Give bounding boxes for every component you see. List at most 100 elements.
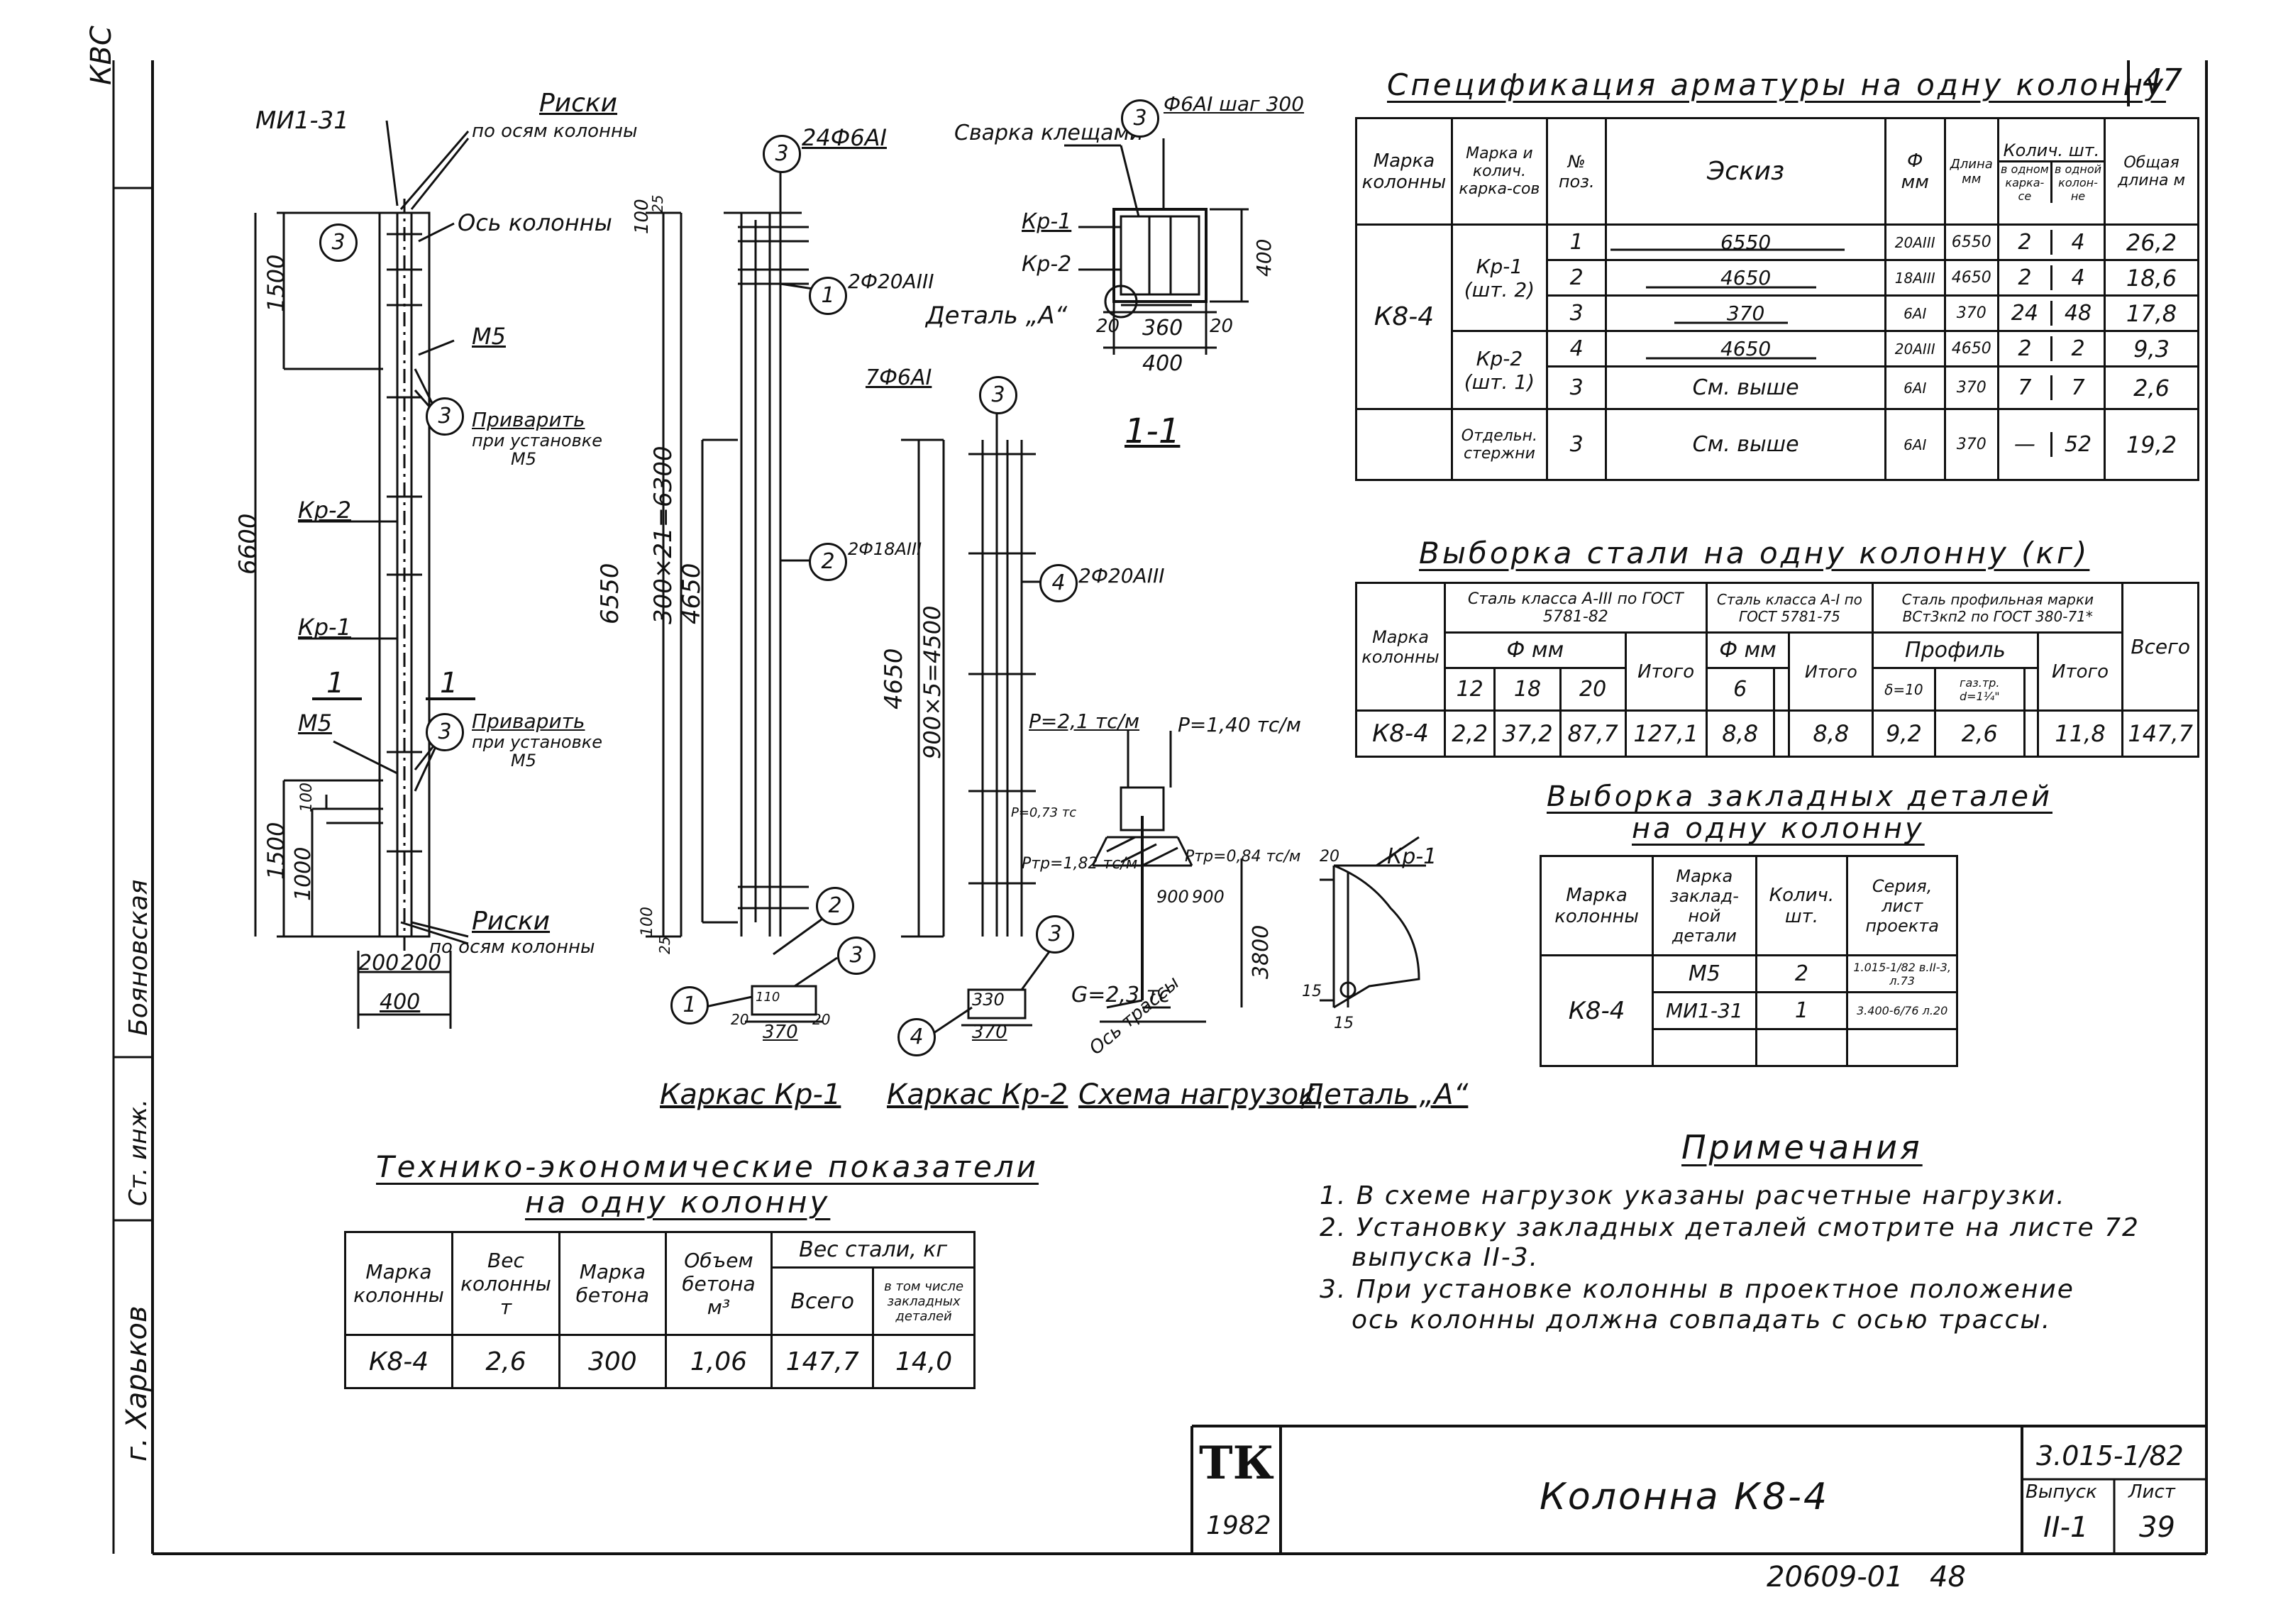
tep-volume: 1,06: [664, 1334, 773, 1389]
emb-table: Марка колонны Марка заклад-ной детали Ко…: [1539, 855, 1958, 1067]
spec-h-pos: № поз.: [1545, 117, 1608, 226]
emb-series: 3.400-6/76 л.20: [1846, 991, 1958, 1030]
spec-pos: 2: [1545, 259, 1608, 297]
issue-value: II-1: [2043, 1511, 2089, 1544]
spec-sketch: 370: [1605, 294, 1886, 332]
label-weld2b: при установке: [472, 732, 603, 752]
label-axis: Ось колонны: [458, 209, 612, 236]
tep-h-all: Всего: [770, 1266, 875, 1336]
callout-kr2-3: 3: [979, 376, 1017, 414]
spec-h-sketch: Эскиз: [1605, 117, 1886, 226]
tep-h-mark: Марка колонны: [344, 1231, 453, 1336]
spec-dia: 6АI: [1884, 365, 1946, 410]
label-riski-top: Риски: [539, 89, 618, 118]
detA-15a: 15: [1302, 983, 1322, 1000]
spec-dia: 20АIII: [1884, 223, 1946, 261]
spec-dia: 6АI: [1884, 408, 1946, 481]
sec-kr1: Кр-1: [1022, 209, 1072, 234]
spec-dia: 20АIII: [1884, 330, 1946, 368]
steel-h-dia-a3: Ф мм: [1444, 631, 1627, 669]
note-1: 1. В схеме нагрузок указаны расчетные на…: [1320, 1181, 2066, 1210]
spec-qc: 2: [2071, 336, 2085, 361]
kr1-dim-6300: 300×21=6300: [649, 446, 678, 624]
steel-v6: 8,8: [1705, 709, 1775, 758]
kr1-sec-110: 110: [756, 990, 780, 1005]
steel-v12: 2,2: [1443, 709, 1496, 758]
load-p4: Ртр=1,82 тс/м: [1022, 855, 1138, 873]
callout-kr2-3b: 3: [1036, 915, 1074, 954]
tep-table: Марка колонны Вес колонны т Марка бетона…: [344, 1231, 976, 1389]
dim-100: 100: [298, 783, 316, 812]
note-2: 2. Установку закладных деталей смотрите …: [1320, 1213, 2140, 1242]
spec-qc: 7: [2071, 375, 2085, 400]
steel-row-mark: К8-4: [1355, 709, 1446, 758]
kr1-bars3: 24Ф6АI: [802, 124, 887, 151]
kr2-title: Каркас Кр-2: [887, 1078, 1068, 1111]
callout-kr2-4: 4: [1039, 564, 1078, 602]
kr1-bars2: 2Ф18АIII: [848, 539, 922, 559]
callout-kr1-2b: 2: [816, 887, 854, 925]
sheet-title: Колонна К8-4: [1540, 1476, 1830, 1518]
spec-col-mark: К8-4: [1355, 223, 1453, 410]
callout-kr2-4b: 4: [897, 1018, 936, 1056]
detA-15b: 15: [1334, 1015, 1354, 1032]
spec-qf: 2: [1999, 230, 2052, 255]
page-number: 47: [2143, 62, 2182, 99]
load-p2: Р=1,40 тс/м: [1178, 713, 1301, 736]
spec-tot: 17,8: [2104, 294, 2199, 332]
emb-mark: К8-4: [1539, 954, 1654, 1067]
emb-h-mark: Марка колонны: [1539, 855, 1654, 956]
emb-qty: 2: [1755, 954, 1849, 993]
steel-t1: 127,1: [1624, 709, 1708, 758]
tep-h-concrete: Марка бетона: [558, 1231, 667, 1336]
spec-qc: 4: [2071, 230, 2085, 255]
label-kr2: Кр-2: [298, 497, 351, 524]
callout-3-c: 3: [426, 713, 464, 751]
spec-table: Марка колонны Марка и колич. карка-сов №…: [1355, 117, 2199, 481]
load-3800: 3800: [1249, 924, 1273, 979]
label-riski-bottom2: по осям колонны: [429, 937, 595, 958]
label-kr1: Кр-1: [298, 614, 351, 641]
tep-concrete: 300: [558, 1334, 667, 1389]
tep-h-weight: Вес колонны т: [451, 1231, 560, 1336]
label-m5-bottom: М5: [298, 709, 332, 736]
callout-kr1-1b: 1: [670, 986, 709, 1024]
callout-3-b: 3: [426, 397, 464, 436]
spec-len: 370: [1943, 294, 1999, 332]
callout-3-a: 3: [319, 223, 358, 262]
callout-kr1-3b: 3: [837, 937, 875, 975]
emb-qty: 1: [1755, 991, 1849, 1030]
issue-label: Выпуск: [2026, 1481, 2097, 1503]
callout-kr1-1: 1: [809, 277, 847, 315]
steel-h-total-prof: Итого: [2036, 631, 2124, 712]
spec-len: 4650: [1943, 330, 1999, 368]
spec-h-len: Длина мм: [1943, 117, 1999, 226]
label-sec-left: 1: [326, 667, 345, 700]
load-p1: Р=2,1 тс/м: [1029, 709, 1140, 733]
label-weld1b: Приварить: [472, 709, 585, 733]
tep-title2: на одну колонну: [525, 1185, 831, 1220]
emb-part: М5: [1652, 954, 1757, 993]
tep-weight: 2,6: [451, 1334, 560, 1389]
spec-frame-separate: Отдельн. стержни: [1450, 408, 1548, 481]
steel-v18: 37,2: [1493, 709, 1562, 758]
archive-page: 48: [1930, 1561, 1966, 1593]
year: 1982: [1206, 1511, 1271, 1540]
spec-sketch: 6550: [1605, 223, 1886, 261]
archive-number: 20609-01: [1767, 1561, 1904, 1593]
spec-qf: 2: [1999, 265, 2052, 290]
steel-h-d12: 12: [1443, 667, 1496, 712]
steel-h-p2: газ.тр. d=1¼": [1933, 667, 2026, 712]
steel-h-d18: 18: [1493, 667, 1562, 712]
label-weld3b: М5: [511, 751, 536, 770]
label-weld2: при установке: [472, 431, 603, 451]
steel-t3: 11,8: [2036, 709, 2124, 758]
steel-h-mark: Марка колонны: [1355, 582, 1446, 712]
emb-h-series: Серия, лист проекта: [1846, 855, 1958, 956]
steel-h-dia-a1: Ф мм: [1705, 631, 1791, 669]
tep-all: 147,7: [770, 1334, 875, 1389]
kr2-bars4: 2Ф20АIII: [1078, 564, 1165, 587]
sheet-value: 39: [2139, 1511, 2175, 1544]
sheet-label: Лист: [2128, 1481, 2175, 1503]
